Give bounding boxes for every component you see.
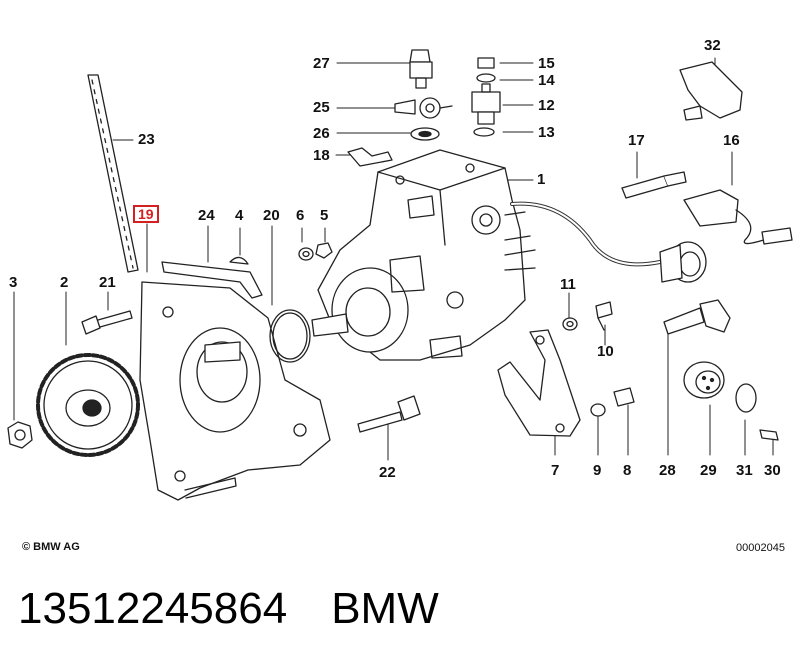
gasket-strip-part-23: [87, 74, 139, 273]
stud-part-17: [621, 171, 687, 199]
support-bracket-part-7: [497, 329, 581, 437]
callout-19-highlighted: 19: [133, 205, 159, 223]
leader-lines: [13, 57, 774, 461]
exploded-parts-diagram: [7, 49, 793, 501]
washer-part-6: [298, 247, 314, 261]
nut-part-5: [315, 242, 333, 259]
o-ring-part-13: [473, 127, 495, 137]
woodruff-key-part-4: [229, 256, 249, 265]
pin-part-30: [759, 429, 779, 441]
callout-22: 22: [379, 464, 396, 481]
washer-part-26: [410, 127, 440, 141]
fitting-part-28: [663, 299, 731, 335]
callout-15: 15: [538, 55, 555, 72]
o-ring-part-20: [269, 309, 311, 363]
callout-29: 29: [700, 462, 717, 479]
diagram-code: 00002045: [736, 542, 785, 554]
callout-32: 32: [704, 37, 721, 54]
connector-plug: [659, 241, 707, 283]
callout-4: 4: [235, 207, 244, 224]
bolt-part-21: [81, 310, 133, 335]
callout-30: 30: [764, 462, 781, 479]
callout-8: 8: [623, 462, 632, 479]
connector-part-29: [683, 361, 725, 399]
callout-10: 10: [597, 343, 614, 360]
callout-13: 13: [538, 124, 555, 141]
o-ring-part-31: [735, 383, 757, 413]
callout-7: 7: [551, 462, 560, 479]
nut-part-15: [477, 57, 495, 69]
solenoid-part-16: [683, 189, 793, 245]
callout-25: 25: [313, 99, 330, 116]
brand-name: BMW: [331, 584, 439, 633]
bolt-part-10: [595, 301, 613, 331]
part-number: 13512245864: [18, 584, 288, 633]
callout-6: 6: [296, 207, 305, 224]
bolt-part-22: [357, 395, 421, 433]
callout-1: 1: [537, 171, 546, 188]
callout-28: 28: [659, 462, 676, 479]
callout-11: 11: [560, 276, 576, 293]
washer-part-9: [590, 403, 606, 417]
callout-31: 31: [736, 462, 753, 479]
injection-pump-part-1: [311, 149, 536, 361]
callout-18: 18: [313, 147, 330, 164]
fitting-part-27: [409, 49, 433, 89]
callout-20: 20: [263, 207, 280, 224]
callout-5: 5: [320, 207, 329, 224]
washer-part-14: [476, 73, 496, 83]
clip-part-18: [347, 147, 393, 167]
callout-23: 23: [138, 131, 155, 148]
sprocket-part-2: [36, 353, 140, 457]
callout-16: 16: [723, 132, 740, 149]
callout-3: 3: [9, 274, 18, 291]
callout-17: 17: [628, 132, 645, 149]
flange-plate-part-19: [139, 281, 331, 501]
callout-26: 26: [313, 125, 330, 142]
bolt-part-8: [613, 387, 635, 407]
wire-harness: [510, 201, 662, 267]
callout-12: 12: [538, 97, 555, 114]
callout-14: 14: [538, 72, 555, 89]
callout-27: 27: [313, 55, 330, 72]
callout-21: 21: [99, 274, 116, 291]
washer-part-11: [562, 317, 578, 331]
callout-2: 2: [60, 274, 69, 291]
nut-part-3: [7, 421, 33, 449]
key-bar-part-24: [161, 261, 263, 299]
copyright-text: © BMW AG: [22, 541, 80, 553]
bracket-part-32: [679, 61, 743, 121]
valve-part-12: [471, 83, 501, 125]
callout-9: 9: [593, 462, 602, 479]
banjo-part-25: [394, 97, 453, 119]
callout-24: 24: [198, 207, 215, 224]
part-caption: 13512245864 BMW: [18, 584, 483, 634]
